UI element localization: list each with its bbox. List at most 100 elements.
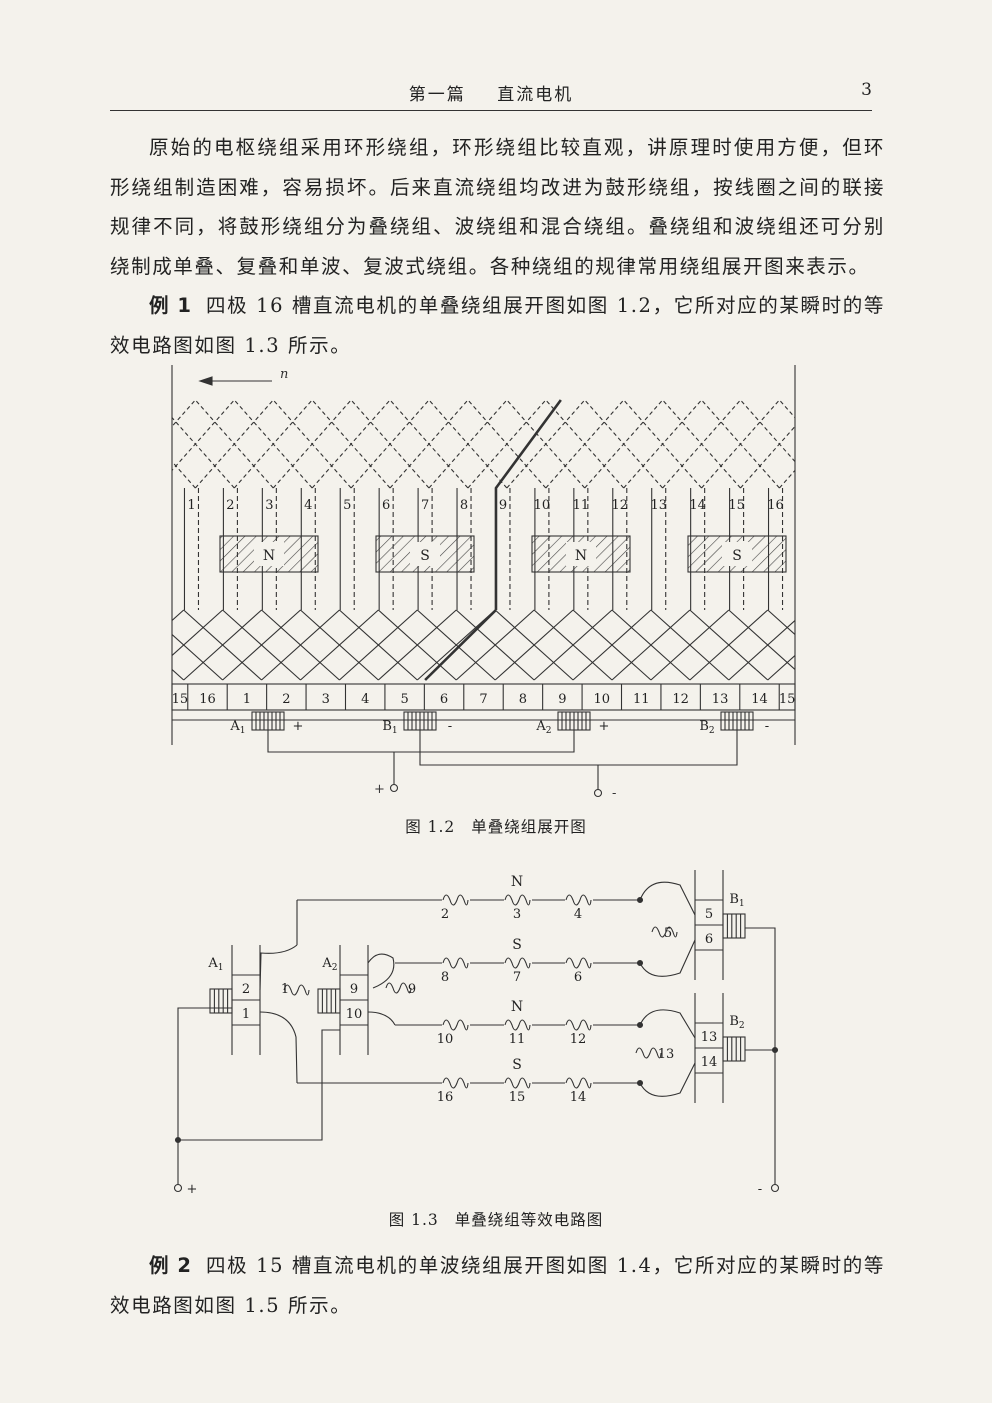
end-connection-top [467,399,547,489]
brush-label-main: A [229,719,240,734]
magnetic-poles [219,535,787,573]
intro-paragraph: 原始的电枢绕组采用环形绕组，环形绕组比较直观，讲原理时使用方便，但环形绕组制造困… [110,136,885,278]
pole-label: S [732,548,742,564]
slot-label: 2 [226,498,234,513]
example2-lead: 例 2 [149,1254,192,1277]
brush-label-sub: 2 [709,726,715,736]
brush-b1-label-main: B [729,892,739,907]
brushes [251,711,754,740]
terminal-negative-dot [593,788,603,798]
end-connection-bottom [300,609,379,681]
brush-a1-label: A1 [207,956,223,973]
pole-label: N [263,548,275,564]
pole-label: N [575,548,587,564]
end-connection-top [545,399,625,489]
brush-sign: + [599,719,610,734]
end-connection-top [584,399,664,489]
brush-b2-label: B2 [729,1014,744,1031]
brush-b1 [403,711,437,740]
coil-label: 16 [437,1090,454,1105]
header-title: 第一篇 直流电机 [110,80,872,105]
end-connection-top [428,399,508,489]
comm-segment-label: 1 [242,1007,250,1022]
shorted-coil-label: 1 [281,982,289,997]
commutator-segment-label: 3 [322,692,330,707]
highlighted-coil-lower [424,609,497,681]
end-connection-top [350,399,430,489]
brush-a1-stack [209,945,261,1055]
shorted-coil-label: 9 [408,982,416,997]
end-connection-bottom [767,609,795,636]
end-connection-top [506,399,586,489]
example2-text: 四极 15 槽直流电机的单波绕组展开图如图 1.4，它所对应的某瞬时的等效电路图… [110,1254,886,1317]
coil-symbol [504,1019,531,1031]
coil-symbol [565,957,592,969]
commutator-segment-label: 13 [712,692,729,707]
b2-lower-link [639,1062,696,1097]
end-connection-bottom [728,619,795,681]
coil-label: 6 [574,970,582,985]
brush-b2-stack [694,993,746,1103]
header-chapter: 直流电机 [497,85,574,105]
pole-label: S [420,548,430,564]
coil-label: 8 [441,970,449,985]
brush-body [209,988,233,1014]
end-connection-bottom [650,609,730,681]
figure-1-2-number: 图 1.2 [405,818,456,836]
end-connection-bottom [222,609,301,681]
comm-segment-label: 9 [350,982,358,997]
comm-segment-label: 5 [705,907,713,922]
comm-segment-label: 6 [705,932,713,947]
end-connection-top [662,399,741,489]
end-connection-bottom [572,609,652,681]
brush-sign: + [293,719,304,734]
slot-label: 5 [343,498,351,513]
brush-a1-label-main: A [207,956,218,971]
end-connection-bottom [767,654,795,681]
end-connection-top [311,399,391,489]
rotation-arrow-head [198,376,213,386]
positive-bus [177,1007,340,1141]
brush-a2-label-main: A [321,956,332,971]
brush-body [722,1036,746,1062]
terminal-plus-label: + [187,1182,198,1197]
commutator-segment-label: 2 [282,692,290,707]
coil-label: 7 [513,970,521,985]
comm-segment-label: 13 [701,1030,718,1045]
running-header: 第一篇 直流电机 3 [110,78,872,111]
shorted-coil-1 [283,984,310,996]
brush-link-positive [267,740,575,753]
highlighted-coil [494,399,562,610]
coil-symbol [442,894,469,906]
end-connection-bottom [339,609,418,681]
terminal-negative-dot [770,1183,780,1193]
end-connection-top [233,399,313,489]
end-connection-bottom [378,609,457,681]
negative-junction [771,1046,779,1054]
commutator-segment-label: 5 [400,692,408,707]
commutator-segment-label: 15 [779,692,796,707]
brush-label-sub: 1 [392,726,398,736]
example1-lead: 例 1 [149,294,192,317]
brush-label-main: A [535,719,546,734]
brush-b2-label-sub: 2 [739,1021,745,1031]
figure-1-3-number: 图 1.3 [388,1211,439,1229]
coil-symbol [565,1077,592,1089]
commutator-segment-label: 12 [672,692,689,707]
end-connection-top [272,399,352,489]
a1-seg1-link [259,1011,298,1084]
branch-pole-label: S [512,1057,522,1073]
coil-symbol [442,957,469,969]
coil-label: 3 [513,907,521,922]
end-connection-bottom [416,609,496,681]
b1-lower-link [639,939,696,977]
end-connection-bottom [261,609,340,681]
slot-label: 7 [421,498,429,513]
slot-label: 9 [499,498,507,513]
coil-symbol [442,1077,469,1089]
slot-label: 16 [767,498,784,513]
